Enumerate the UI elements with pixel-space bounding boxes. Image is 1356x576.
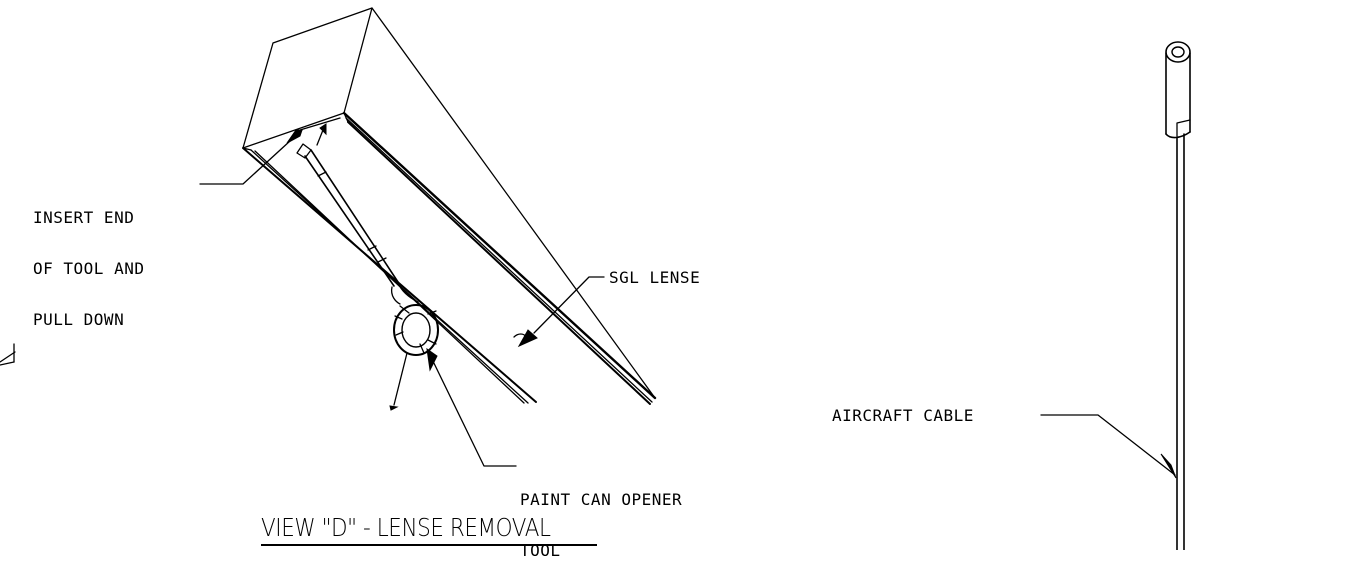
cable-tool	[1166, 42, 1190, 550]
fixture-housing	[243, 8, 655, 404]
callout-sgl-lense: SGL LENSE	[609, 268, 701, 287]
leader-aircraft-cable	[1041, 415, 1175, 475]
callout-insert-end-line-1: INSERT END	[33, 208, 135, 227]
paint-can-opener-tool	[297, 144, 438, 355]
view-title-underline	[261, 544, 597, 546]
arrowhead-sgl-lense	[519, 330, 537, 346]
technical-drawing	[0, 0, 1356, 550]
callout-insert-end-line-3: PULL DOWN	[33, 310, 125, 329]
pull-direction-arrows	[317, 130, 407, 405]
view-title: VIEW "D" - LENSE REMOVAL	[261, 513, 551, 542]
leader-insert-end	[200, 130, 302, 184]
arrowhead-aircraft-cable	[1161, 454, 1176, 478]
callout-insert-end: INSERT END OF TOOL AND PULL DOWN	[33, 175, 144, 345]
arrowhead-paint-can-opener	[427, 349, 437, 370]
callout-aircraft-cable: AIRCRAFT CABLE	[832, 406, 974, 425]
arrowhead-up	[320, 124, 326, 134]
leader-paint-can-opener	[430, 355, 516, 466]
arrowhead-insert-end	[287, 130, 302, 143]
partial-edge-mark	[0, 344, 15, 365]
callout-paint-can-opener-line-1: PAINT CAN OPENER	[520, 490, 683, 509]
callout-insert-end-line-2: OF TOOL AND	[33, 259, 145, 278]
arrowhead-down	[390, 406, 397, 410]
